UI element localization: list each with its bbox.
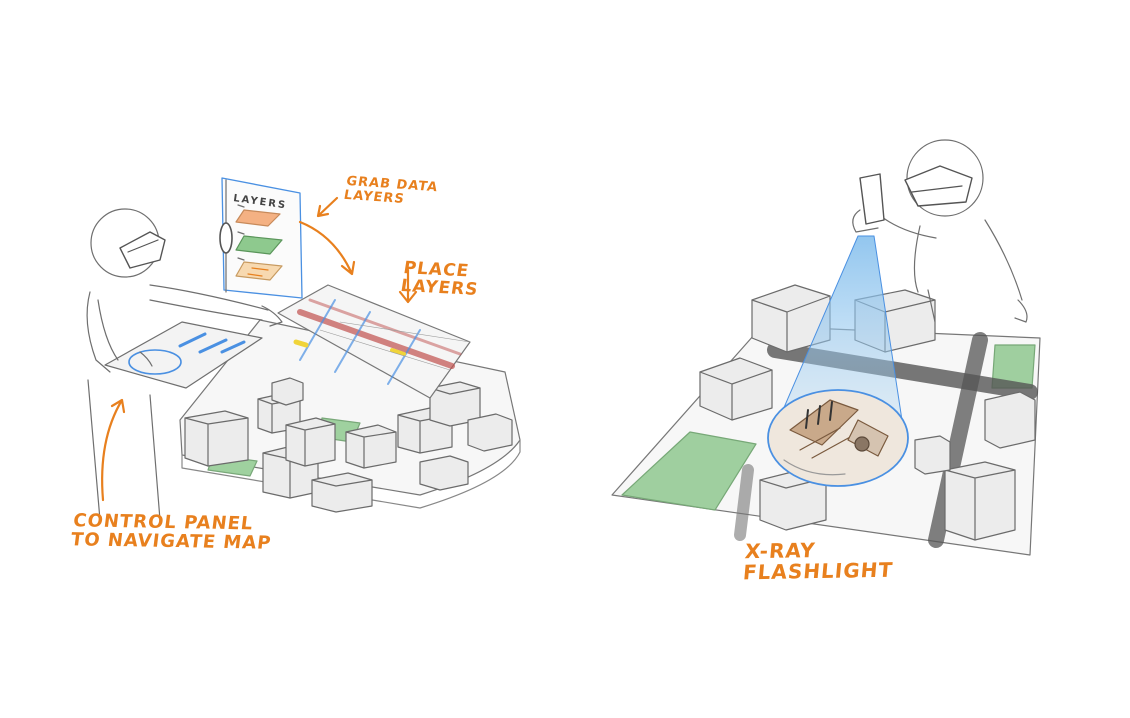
green-space xyxy=(621,431,757,511)
placed-layer xyxy=(277,284,471,399)
control-panel xyxy=(104,321,263,389)
headset-icon xyxy=(904,165,973,207)
annotation-place-layers: Place layers xyxy=(399,258,480,300)
arrow-icon xyxy=(398,268,418,304)
person-right xyxy=(852,139,1028,323)
layer-handle xyxy=(219,222,233,254)
headset-icon xyxy=(119,231,166,269)
right-scene xyxy=(611,139,1041,556)
person-left xyxy=(86,208,283,521)
annotation-arrows-left xyxy=(101,196,418,502)
annotation-control-panel: Control panel to navigate map xyxy=(69,510,273,554)
flashlight-icon xyxy=(859,173,885,225)
annotation-grab-layers: Grab data layers xyxy=(342,173,440,207)
arrow-icon xyxy=(101,398,126,502)
left-scene: LAYERS xyxy=(86,177,521,521)
buildings xyxy=(184,377,513,513)
xray-reveal xyxy=(767,389,909,487)
arrow-icon xyxy=(298,220,356,276)
red-stripe xyxy=(297,309,455,369)
road xyxy=(928,332,988,548)
arrow-icon xyxy=(316,196,339,218)
layers-panel: LAYERS xyxy=(219,177,303,299)
annotation-xray-flashlight: X-ray flashlight xyxy=(742,538,895,585)
